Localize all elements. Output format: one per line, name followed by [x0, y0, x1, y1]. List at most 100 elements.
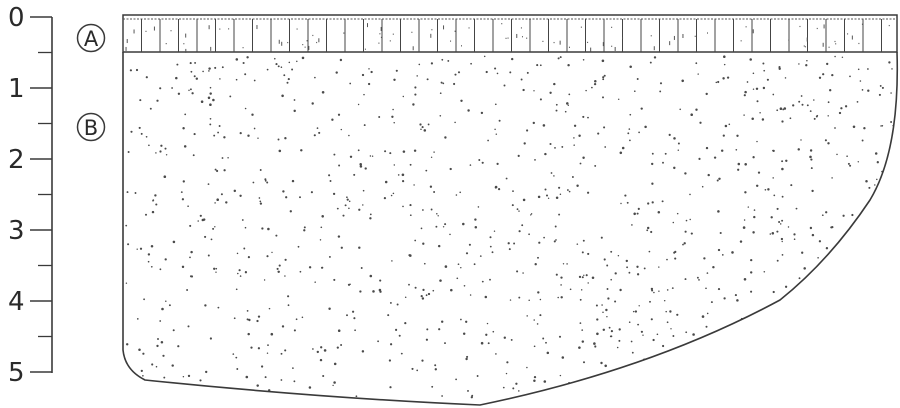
layer-B-dot	[652, 339, 654, 341]
layer-B-dot	[466, 356, 468, 358]
layer-B-dot	[221, 193, 223, 195]
layer-B-dot	[870, 361, 872, 363]
layer-B-dot	[594, 165, 596, 167]
layer-B-dot	[333, 154, 335, 156]
layer-B-dot	[610, 335, 612, 337]
layer-B-dot	[528, 300, 530, 302]
layer-B-dot	[444, 342, 446, 344]
layer-B-dot	[777, 208, 779, 210]
layer-B-dot	[394, 164, 395, 165]
layer-B-dot	[890, 121, 892, 123]
layer-B-dot	[597, 388, 599, 390]
layer-B-dot	[412, 103, 414, 105]
layer-B-dot	[810, 286, 812, 288]
layer-B-dot	[484, 56, 486, 58]
layer-B-dot	[615, 272, 617, 274]
layer-B-dot	[511, 339, 513, 341]
layer-B-dot	[632, 352, 634, 354]
layer-B-dot	[652, 153, 654, 155]
layer-B-dot	[882, 87, 884, 89]
layer-B-dot	[582, 251, 584, 253]
layer-B-dot	[247, 333, 249, 335]
layer-B-dot	[706, 147, 708, 149]
layer-B-dot	[626, 266, 628, 268]
layer-B-dot	[744, 91, 747, 94]
layer-B-dot	[247, 310, 249, 312]
layer-B-dot	[706, 93, 708, 95]
layer-B-dot	[214, 226, 215, 227]
layer-B-dot	[243, 62, 245, 64]
layer-B-dot	[822, 73, 824, 75]
layer-B-dot	[284, 275, 286, 277]
layer-B-dot	[410, 214, 412, 216]
layer-B-dot	[602, 78, 604, 80]
layer-B-dot	[299, 196, 301, 198]
layer-B-dot	[175, 77, 178, 80]
layer-B-dot	[261, 365, 263, 367]
layer-B-dot	[213, 135, 215, 137]
layer-B-dot	[426, 294, 428, 296]
layer-B-dot	[891, 293, 893, 295]
layer-B-dot	[845, 105, 847, 107]
scale-tick-label: 2	[8, 145, 25, 175]
layer-B-dot	[756, 141, 757, 142]
layer-B-dot	[328, 308, 330, 310]
layer-B-dot	[665, 311, 667, 313]
layer-B-dot	[314, 281, 316, 283]
layer-B-dot	[440, 115, 442, 117]
layer-B-dot	[609, 327, 611, 329]
layer-B-dot	[597, 133, 599, 135]
layer-B-dot	[717, 210, 720, 213]
layer-B-dot	[798, 63, 799, 64]
layer-B-dot	[482, 162, 484, 164]
layer-B-dot	[215, 169, 217, 171]
layer-B-dot	[660, 82, 662, 84]
layer-B-dot	[337, 208, 339, 210]
layer-B-dot	[539, 314, 541, 316]
layer-B-dot	[409, 204, 411, 206]
layer-B-dot	[852, 390, 853, 391]
layer-B-dot	[777, 260, 779, 262]
layer-B-dot	[396, 70, 398, 72]
scale-tick-label: 5	[8, 358, 25, 388]
layer-B-dot	[750, 291, 752, 293]
layer-B-dot	[141, 370, 143, 372]
layer-B-dot	[222, 66, 224, 68]
layer-B-dot	[603, 329, 605, 331]
layer-B-dot	[322, 91, 325, 94]
layer-B-dot	[766, 359, 768, 361]
layer-B-dot	[384, 150, 386, 152]
layer-B-dot	[414, 240, 416, 242]
layer-B-dot	[475, 226, 478, 229]
layer-B-dot	[333, 193, 335, 195]
layer-B-dot	[691, 233, 693, 235]
scale-tick-label: 3	[8, 216, 25, 246]
layer-B-dot	[267, 344, 269, 346]
layer-B-dot	[809, 156, 812, 159]
layer-B-dot	[225, 201, 227, 203]
layer-B-dot	[181, 191, 183, 193]
layer-B-dot	[166, 154, 167, 155]
layer-B-dot	[208, 254, 210, 256]
layer-B-dot	[735, 294, 737, 296]
layer-B-dot	[547, 352, 550, 355]
layer-B-dot	[812, 398, 814, 400]
layer-B-dot	[348, 135, 350, 137]
layer-B-dot	[566, 102, 569, 105]
layer-B-dot	[496, 163, 498, 165]
layer-B-dot	[744, 163, 747, 166]
layer-B-dot	[478, 206, 480, 208]
layer-B-dot	[596, 318, 598, 320]
layer-B-dot	[151, 245, 154, 248]
layer-B-dot	[567, 64, 569, 66]
layer-B-dot	[824, 351, 826, 353]
layer-B-dot	[743, 365, 745, 367]
layer-B-dot	[403, 150, 406, 153]
layer-B-dot	[431, 209, 433, 211]
layer-B-dot	[145, 214, 147, 216]
layer-B-dot	[610, 251, 612, 253]
layer-B-dot	[506, 373, 507, 374]
layer-B-dot	[659, 90, 661, 92]
